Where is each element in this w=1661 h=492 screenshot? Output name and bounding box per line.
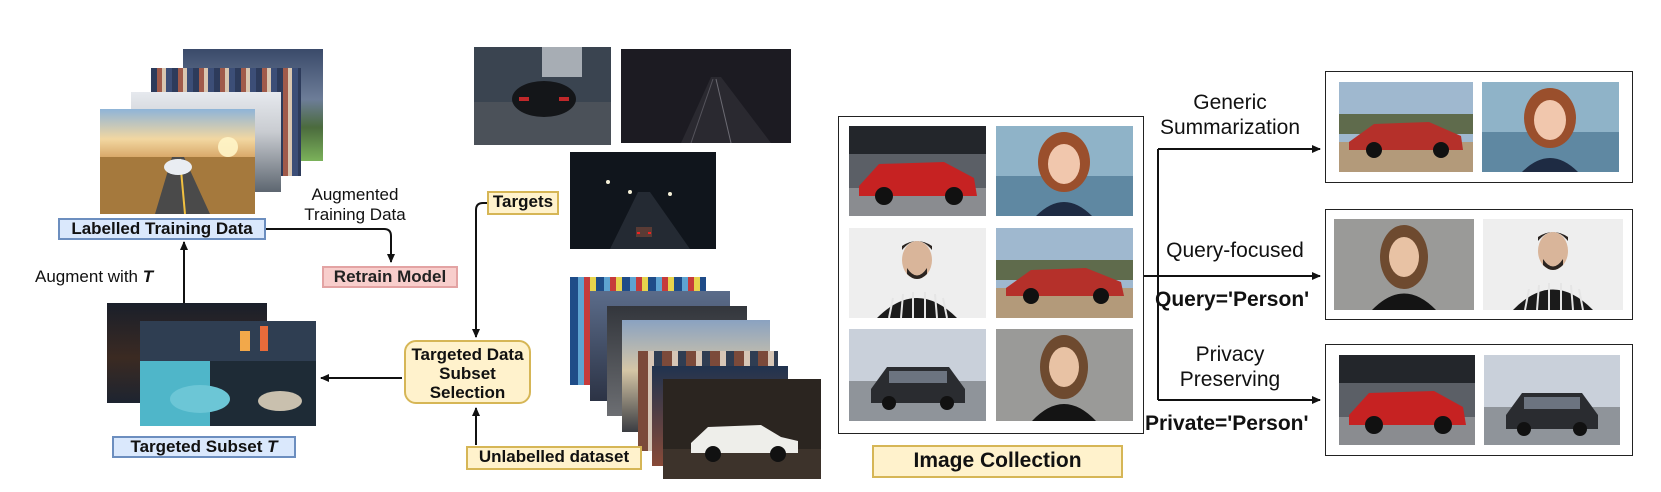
- target-photo-car-rear: [474, 47, 611, 145]
- targeted-subset-label: Targeted Subset T: [112, 436, 296, 458]
- augment-symbol: T: [142, 267, 154, 286]
- targeted-subset-symbol: T: [267, 437, 278, 456]
- generic-output-frame: [1325, 71, 1633, 183]
- targets-label: Targets: [487, 191, 559, 215]
- query-output-frame: [1325, 209, 1633, 320]
- generic-output-woman: [1482, 82, 1619, 172]
- targeted-subset-prefix: Targeted Subset: [130, 437, 263, 456]
- targets-to-selection-arrow: [472, 202, 487, 338]
- target-photo-dark-highway: [621, 49, 791, 143]
- privacy-preserving-text: Privacy Preserving: [1179, 343, 1281, 391]
- generic-summarization-text: Generic Summarization: [1159, 91, 1301, 139]
- image-collection-frame: [838, 116, 1144, 434]
- image-collection-label: Image Collection: [872, 445, 1123, 478]
- query-value-text: Query='Person': [1155, 288, 1310, 311]
- privacy-output-black-car: [1484, 355, 1620, 445]
- augment-with-text: Augment with T: [35, 267, 175, 287]
- vintage-red-car-photo: [996, 228, 1133, 318]
- retrain-model-label: Retrain Model: [322, 266, 458, 288]
- retrain-arrow: [266, 228, 395, 263]
- target-photo-night-road: [570, 152, 716, 249]
- query-focused-text: Query-focused: [1166, 239, 1304, 262]
- red-car-photo: [849, 126, 986, 216]
- targeted-selection-text: Targeted Data Subset Selection: [411, 345, 524, 402]
- black-car-photo: [849, 329, 986, 421]
- query-output-blonde-woman: [1334, 219, 1474, 310]
- training-photo-road: [100, 109, 255, 214]
- blonde-woman-photo: [996, 329, 1133, 421]
- augment-with-label: Augment with: [35, 267, 138, 286]
- query-output-man: [1483, 219, 1623, 310]
- targeted-subset-photo-front: [140, 321, 316, 426]
- unlabelled-dataset-label: Unlabelled dataset: [466, 446, 642, 470]
- labelled-training-data-label: Labelled Training Data: [58, 218, 266, 240]
- woman-portrait-photo: [996, 126, 1133, 216]
- privacy-output-frame: [1325, 344, 1633, 456]
- generic-output-red-car: [1339, 82, 1473, 172]
- man-portrait-photo: [849, 228, 986, 318]
- privacy-output-red-car: [1339, 355, 1475, 445]
- unlabelled-photo-vintage-car: [663, 379, 821, 479]
- augmented-training-data-text: Augmented Training Data: [304, 185, 406, 224]
- private-value-text: Private='Person': [1145, 412, 1309, 435]
- targeted-selection-box: Targeted Data Subset Selection: [404, 340, 531, 404]
